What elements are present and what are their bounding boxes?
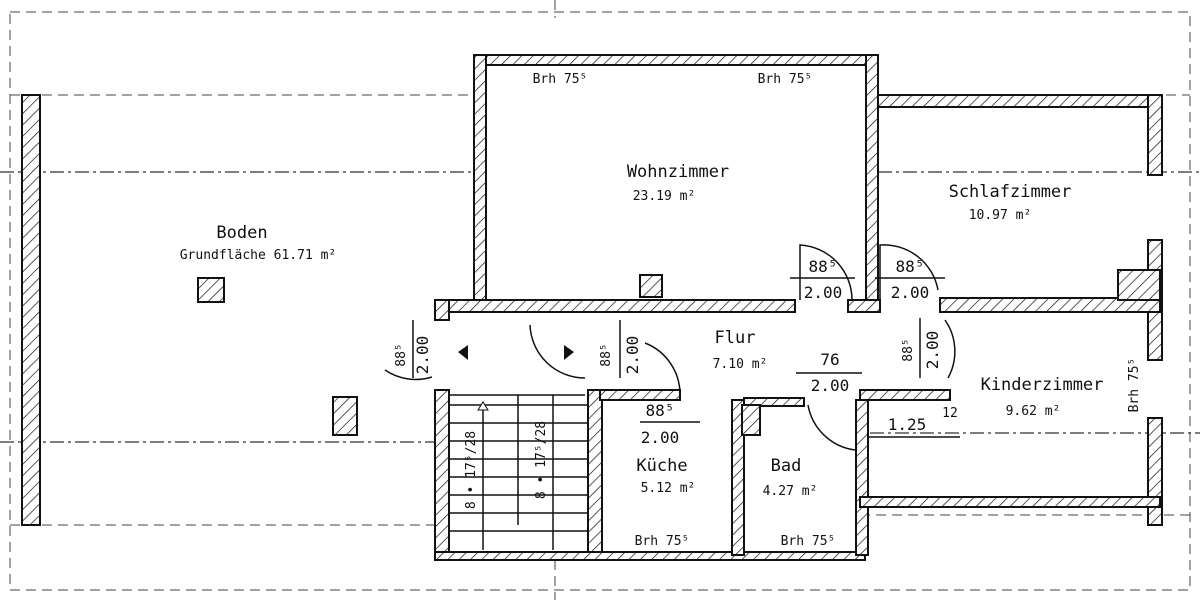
door-height: 2.00 [891, 283, 930, 302]
window-height-label: Brh 75⁵ [781, 534, 836, 549]
door-width: 88⁵ [809, 257, 838, 276]
room-name-wohnzimmer: Wohnzimmer [627, 162, 729, 182]
staircase [450, 394, 588, 550]
room-name-kueche: Küche [636, 456, 687, 476]
room-name-kinderzimmer: Kinderzimmer [981, 375, 1104, 395]
wall-thickness: 12 [942, 406, 958, 421]
door-height: 2.00 [413, 336, 432, 375]
door-height: 2.00 [641, 428, 680, 447]
stair-label-right: 8 • 17⁵/28 [534, 421, 549, 499]
window-height-label: Brh 75⁵ [533, 72, 588, 87]
door-width: 88⁵ [896, 257, 925, 276]
window-height-label: Brh 75⁵ [635, 534, 690, 549]
door-swings [384, 244, 956, 451]
room-area-wohnzimmer: 23.19 m² [633, 189, 696, 204]
door-width: 88⁵ [599, 343, 614, 366]
door-height: 2.00 [811, 376, 850, 395]
stair-label-left: 8 • 17⁵/28 [464, 431, 479, 509]
door-width: 76 [820, 350, 839, 369]
door-height: 2.00 [923, 331, 942, 370]
room-name-schlafzimmer: Schlafzimmer [949, 182, 1072, 202]
room-area-bad: 4.27 m² [763, 484, 818, 499]
walls [21, 54, 1163, 561]
door-height: 2.00 [623, 336, 642, 375]
window-height-label: Brh 75⁵ [758, 72, 813, 87]
door-width: 88⁵ [646, 401, 675, 420]
room-name-flur: Flur [715, 328, 756, 348]
axis-lines [0, 171, 1200, 443]
room-area-flur: 7.10 m² [713, 357, 768, 372]
room-area-kinderzimmer: 9.62 m² [1006, 404, 1061, 419]
room-name-boden: Boden [216, 223, 267, 243]
door-width: 88⁵ [394, 343, 409, 366]
room-name-bad: Bad [771, 456, 802, 476]
room-area-boden: Grundfläche 61.71 m² [180, 248, 337, 263]
door-width: 88⁵ [901, 338, 916, 361]
window-height-label: Brh 75⁵ [1127, 358, 1142, 413]
room-area-schlafzimmer: 10.97 m² [969, 208, 1032, 223]
closet-width: 1.25 [888, 415, 927, 434]
room-area-kueche: 5.12 m² [641, 481, 696, 496]
door-height: 2.00 [804, 283, 843, 302]
door-dimensions: 88⁵ 2.00 88⁵ 2.00 88⁵ 2.00 88⁵ 2.00 88⁵ … [394, 257, 945, 447]
